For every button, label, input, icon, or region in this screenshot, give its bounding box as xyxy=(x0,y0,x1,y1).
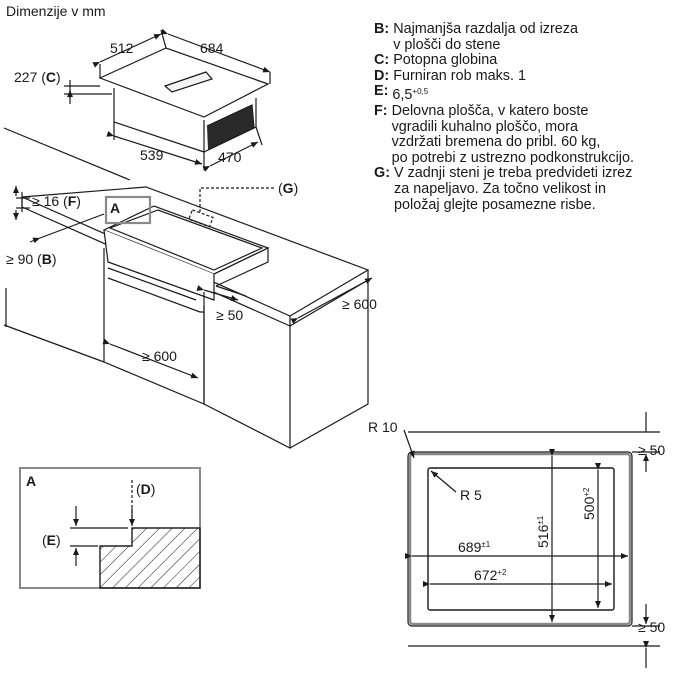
hob-depth-label: 512 xyxy=(110,40,134,56)
legend-key: F: xyxy=(374,102,392,119)
legend-key: C: xyxy=(374,52,394,69)
cutout-inner-height-label: 500+2 xyxy=(581,487,597,520)
worktop-front-gap-label: ≥ 50 xyxy=(216,307,243,323)
legend-key: E: xyxy=(374,83,393,100)
legend-text: Furniran rob maks. 1 xyxy=(393,67,526,84)
worktop-a-marker: A xyxy=(110,200,120,216)
legend-text: 6,5+0,5 xyxy=(392,87,429,104)
legend-text: V zadnji steni je treba predvideti izrez… xyxy=(394,165,633,213)
detail-a xyxy=(19,467,201,589)
legend-item-c: C: Potopna globina xyxy=(374,52,674,69)
detail-a-letter: A xyxy=(26,473,36,489)
cutout-gap-top-label: ≥ 50 xyxy=(638,442,665,458)
legend-key: G: xyxy=(374,165,394,182)
legend-item-e: E: 6,5+0,5 xyxy=(374,84,674,104)
legend: B: Najmanjša razdalja od izreza v plošči… xyxy=(374,21,674,213)
cabinet-depth-label: ≥ 600 xyxy=(142,348,177,364)
cutout-r10-label: R 10 xyxy=(368,419,398,435)
worktop-drawing xyxy=(3,127,373,449)
cutout-outer-width-label: 689±1 xyxy=(458,539,491,555)
cutout-gap-bottom-label: ≥ 50 xyxy=(638,619,665,635)
legend-item-g: G: V zadnji steni je treba predvideti iz… xyxy=(374,166,674,213)
legend-key: B: xyxy=(374,21,394,37)
legend-item-f: F: Delovna plošča, v katero boste vgradi… xyxy=(374,102,674,166)
diagram-title: Dimenzije v mm xyxy=(6,3,106,19)
detail-d-label: (D) xyxy=(136,481,155,497)
legend-text: Potopna globina xyxy=(393,52,498,69)
hob-c-value: 227 (C) xyxy=(14,69,61,85)
hob-width-label: 684 xyxy=(200,40,224,56)
legend-text: Delovna plošča, v katero boste vgradili … xyxy=(391,102,634,166)
worktop-g-label: (G) xyxy=(278,180,298,196)
hob-body-depth-label: 470 xyxy=(218,149,242,165)
worktop-b-label: ≥ 90 (B) xyxy=(6,251,57,267)
hob-drawing xyxy=(64,28,271,172)
legend-text: Najmanjša razdalja od izreza v plošči do… xyxy=(393,21,578,53)
hob-body-width-label: 539 xyxy=(140,147,164,163)
cutout-outer-height-label: 516±1 xyxy=(535,515,551,548)
legend-item-b: B: Najmanjša razdalja od izreza v plošči… xyxy=(374,21,674,53)
cutout-inner-width-label: 672+2 xyxy=(474,567,507,583)
worktop-f-label: ≥ 16 (F) xyxy=(32,193,81,209)
legend-key: D: xyxy=(374,67,394,84)
cutout-plan xyxy=(403,412,660,668)
cutout-r5-label: R 5 xyxy=(460,487,482,503)
detail-e-label: (E) xyxy=(42,532,61,548)
legend-item-d: D: Furniran rob maks. 1 xyxy=(374,67,674,85)
worktop-depth-label: ≥ 600 xyxy=(342,296,377,312)
